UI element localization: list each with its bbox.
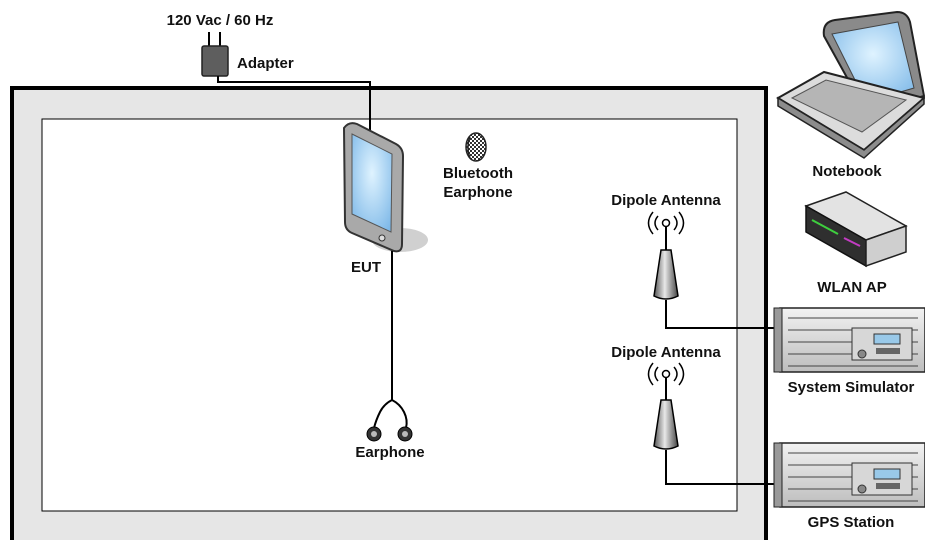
bluetooth-earphone-icon	[465, 132, 487, 162]
eut-label: EUT	[351, 259, 381, 276]
notebook-icon	[776, 10, 925, 159]
dipole-antenna-icon	[647, 362, 685, 450]
notebook-label: Notebook	[812, 163, 882, 180]
rack-equipment-icon	[773, 307, 925, 373]
wlan-ap-label: WLAN AP	[817, 279, 886, 296]
wired-earphone-icon	[366, 426, 413, 442]
wlan-ap-icon	[804, 191, 908, 268]
tablet-icon	[342, 122, 428, 253]
power-adapter-icon	[201, 32, 229, 77]
antenna-2-cable	[665, 450, 782, 485]
dipole-antenna-1-label: Dipole Antenna	[611, 192, 721, 209]
earphone-cable	[373, 251, 408, 429]
bluetooth-label-line2: Earphone	[443, 184, 512, 201]
antenna-1-cable	[665, 300, 782, 329]
system-simulator-label: System Simulator	[788, 379, 915, 396]
adapter-label: Adapter	[237, 55, 294, 72]
dipole-antenna-2-label: Dipole Antenna	[611, 344, 721, 361]
power-label: 120 Vac / 60 Hz	[167, 12, 274, 29]
adapter-cable	[217, 76, 371, 130]
rack-equipment-icon	[773, 442, 925, 508]
dipole-antenna-icon	[647, 211, 685, 300]
earphone-label: Earphone	[355, 444, 424, 461]
bluetooth-label-line1: Bluetooth	[443, 165, 513, 182]
gps-station-label: GPS Station	[808, 514, 895, 531]
